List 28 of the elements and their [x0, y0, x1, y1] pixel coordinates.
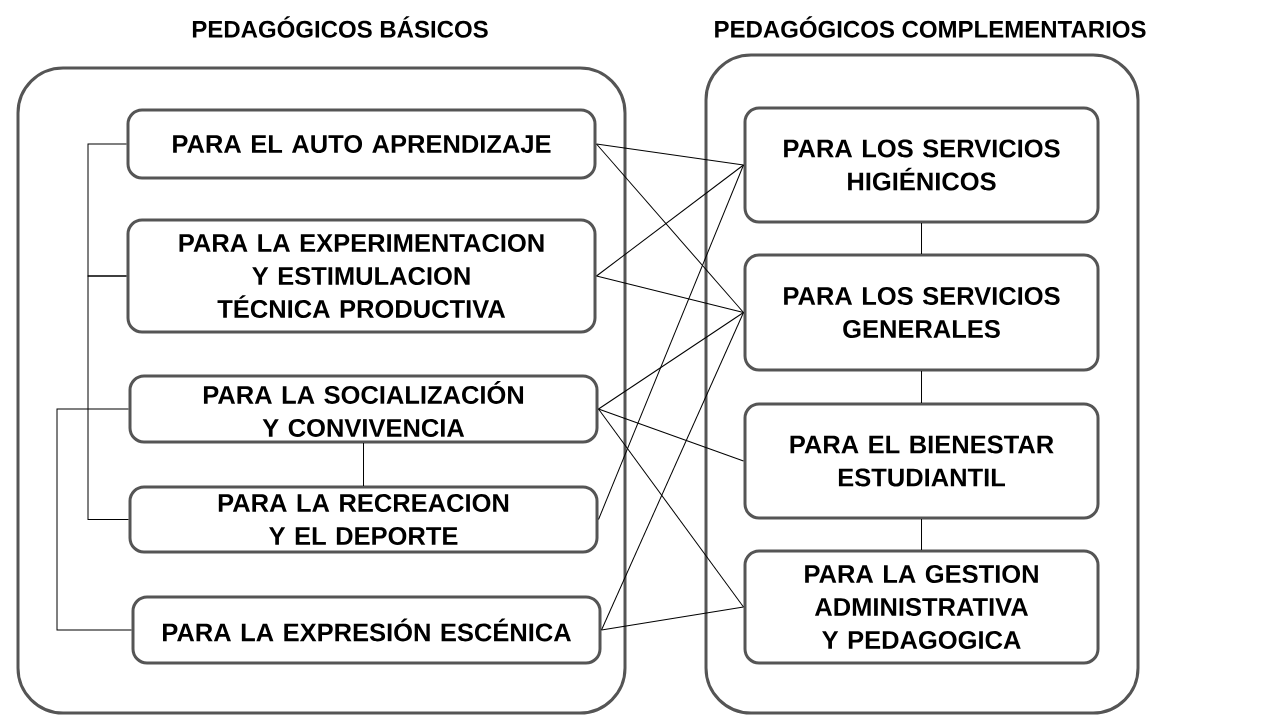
connector-line: [598, 312, 744, 410]
group-title: PEDAGÓGICOS BÁSICOS: [192, 16, 488, 38]
category-box: PARA LA EXPERIMENTACION Y ESTIMULACION TÉCNICA PRODUCTIVA: [126, 218, 597, 334]
category-box: PARA LA EXPRESIÓN ESCÉNICA: [131, 595, 602, 665]
category-box: PARA LA SOCIALIZACIÓN Y CONVIVENCIA: [128, 374, 599, 444]
connector-line: [921, 518, 922, 551]
category-box: PARA LA GESTION ADMINISTRATIVA Y PEDAGOGICA: [743, 549, 1100, 665]
connector-line: [87, 275, 129, 520]
connector-line: [598, 164, 744, 520]
connector-line: [921, 222, 922, 255]
category-box: PARA EL AUTO APRENDIZAJE: [126, 108, 597, 180]
connector-line: [596, 143, 744, 313]
connector-line: [596, 143, 744, 166]
connector-line: [596, 275, 744, 313]
connector-line: [601, 606, 744, 631]
connector-line: [598, 408, 744, 462]
connector-line: [598, 408, 744, 608]
category-box: PARA EL BIENESTAR ESTUDIANTIL: [743, 402, 1100, 520]
category-box: PARA LA RECREACION Y EL DEPORTE: [128, 485, 599, 554]
connector-line: [56, 408, 132, 631]
connector-line: [363, 442, 364, 487]
connector-line: [596, 164, 744, 277]
category-box: PARA LOS SERVICIOS GENERALES: [743, 253, 1100, 372]
group-title: PEDAGÓGICOS COMPLEMENTARIOS: [715, 16, 1146, 38]
connector-line: [601, 312, 744, 631]
connector-line: [87, 143, 127, 277]
connector-line: [921, 370, 922, 404]
category-box: PARA LOS SERVICIOS HIGIÉNICOS: [743, 106, 1100, 224]
